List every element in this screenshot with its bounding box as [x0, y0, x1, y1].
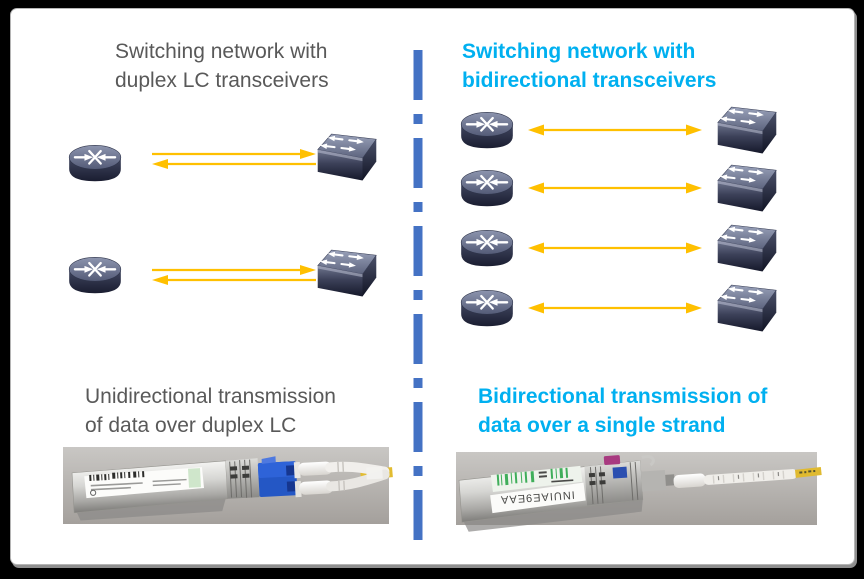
switch-icon [316, 132, 378, 186]
router-icon [456, 167, 518, 211]
sfp-side-label [490, 482, 586, 514]
left-photo-caption: Unidirectional transmission of data over… [85, 382, 336, 440]
right-title-line2: bidirectional transceivers [462, 69, 717, 92]
router-icon [456, 227, 518, 271]
section-divider-dashed-line [413, 50, 423, 542]
right-caption-line2: data over a single strand [478, 414, 726, 437]
switch-icon [716, 163, 778, 217]
right-photo-caption: Bidirectional transmission of data over … [478, 382, 767, 440]
tx-rx-arrow-pair [150, 265, 318, 285]
right-caption-line1: Bidirectional transmission of [478, 385, 768, 408]
emi-cage [584, 460, 643, 506]
bidi-sfp-photo: INUIAE9EAA [456, 452, 822, 532]
left-title-line2: duplex LC transceivers [115, 69, 329, 92]
left-title-line1: Switching network with [115, 40, 328, 63]
lc-duplex-connector [257, 456, 298, 497]
right-title-line1: Switching network with [462, 40, 696, 63]
bidirectional-arrow [527, 300, 703, 316]
bidirectional-arrow [527, 180, 703, 196]
bidirectional-arrow [527, 122, 703, 138]
tx-rx-arrow-pair [150, 149, 318, 169]
router-icon [64, 254, 126, 298]
switch-icon [716, 223, 778, 277]
switch-icon [716, 283, 778, 337]
router-icon [456, 109, 518, 153]
cable-boot [673, 473, 706, 489]
left-caption-line1: Unidirectional transmission [85, 385, 336, 408]
switch-icon [716, 105, 778, 159]
bidirectional-arrow [527, 240, 703, 256]
router-icon [456, 287, 518, 331]
receptacle-blue [612, 466, 628, 479]
sfp-top-label [490, 465, 583, 492]
right-panel-title: Switching network with bidirectional tra… [462, 37, 716, 95]
cable-boots [293, 461, 334, 498]
transceiver-serial-label: INUIAE9EAA [500, 488, 575, 505]
duplex-lc-sfp-photo [63, 447, 393, 524]
router-icon [64, 142, 126, 186]
bale-clasp-magenta [603, 455, 621, 466]
left-panel-title: Switching network with duplex LC transce… [115, 37, 329, 95]
left-caption-line2: of data over duplex LC [85, 414, 297, 437]
switch-icon [316, 248, 378, 302]
